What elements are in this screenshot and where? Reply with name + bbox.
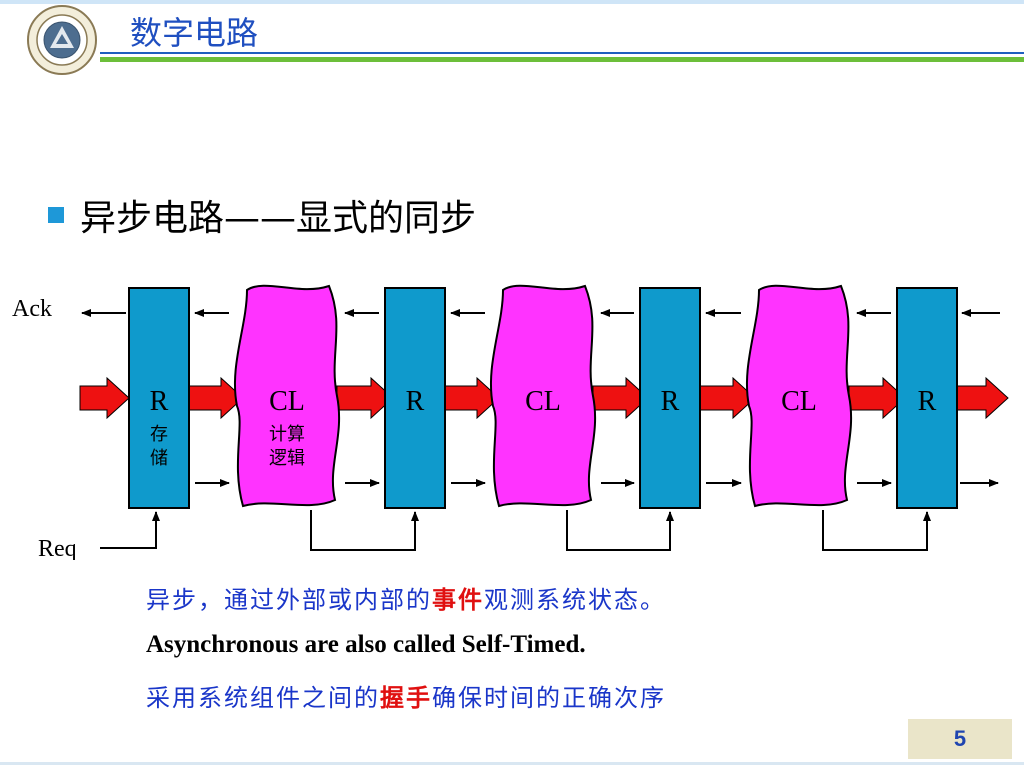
register-block: R存储 [128, 287, 190, 509]
register-label: R [661, 386, 680, 417]
logic-blob [233, 284, 341, 508]
note-line-3-text: 采用系统组件之间的 [146, 684, 380, 712]
note-line-1-tail: 观测系统状态。 [484, 586, 666, 614]
block-sub-label: 储 [150, 448, 168, 469]
register-block: R [639, 287, 701, 509]
note-line-1: 异步，通过外部或内部的事件观测系统状态。 [146, 580, 666, 615]
data-flow-arrow [336, 376, 394, 420]
note-line-1-text: 异步，通过外部或内部的 [146, 586, 432, 614]
logic-label: CL [269, 386, 305, 417]
note-line-3: 采用系统组件之间的握手确保时间的正确次序 [146, 678, 666, 713]
register-block: R [896, 287, 958, 509]
register-block: R [384, 287, 446, 509]
register-rect [128, 287, 190, 509]
block-sub-label: 计算 [269, 424, 305, 445]
header-rule-green [100, 57, 1024, 62]
note-line-2: Asynchronous are also called Self-Timed. [146, 631, 586, 658]
register-rect [896, 287, 958, 509]
handshake-wires [81, 309, 1000, 551]
data-flow-arrows [79, 376, 1009, 420]
logic-label: CL [781, 386, 817, 417]
data-flow-arrow [848, 376, 906, 420]
university-seal-icon [27, 5, 97, 75]
note-line-1-highlight: 事件 [432, 586, 484, 614]
data-flow-arrow [592, 376, 649, 420]
logic-label: CL [525, 386, 561, 417]
req-label: Req [38, 536, 77, 560]
data-flow-arrow [697, 376, 756, 420]
register-label: R [150, 386, 169, 417]
logic-blob [745, 284, 853, 508]
register-rect [639, 287, 701, 509]
register-label: R [918, 386, 937, 417]
logic-blob [489, 284, 597, 508]
note-line-3-highlight: 握手 [380, 684, 432, 712]
block-sub-label: 存 [150, 424, 168, 445]
page-number: 5 [908, 719, 1012, 759]
ack-label: Ack [12, 296, 52, 322]
data-flow-arrow [79, 376, 130, 420]
req-loop-wire [310, 510, 419, 551]
req-loop-wire [822, 510, 931, 551]
req-loop-wire [566, 510, 674, 551]
bullet-square-icon [48, 207, 64, 223]
data-flow-arrow [442, 376, 500, 420]
logic-block: CL [489, 284, 597, 508]
register-rect [384, 287, 446, 509]
data-flow-arrow [186, 376, 244, 420]
header-rule-blue [100, 52, 1024, 54]
data-flow-arrow [954, 376, 1009, 420]
note-line-3-tail: 确保时间的正确次序 [432, 684, 666, 712]
req-in-wire [100, 511, 160, 549]
footer-rule [0, 762, 1024, 765]
block-sub-label: 逻辑 [269, 448, 305, 469]
bullet-item: 异步电路——显式的同步 [48, 192, 477, 239]
top-strip [0, 0, 1024, 4]
logic-block: CL [745, 284, 853, 508]
bullet-text: 异步电路——显式的同步 [80, 198, 477, 239]
register-label: R [406, 386, 425, 417]
slide-title: 数字电路 [130, 14, 259, 52]
